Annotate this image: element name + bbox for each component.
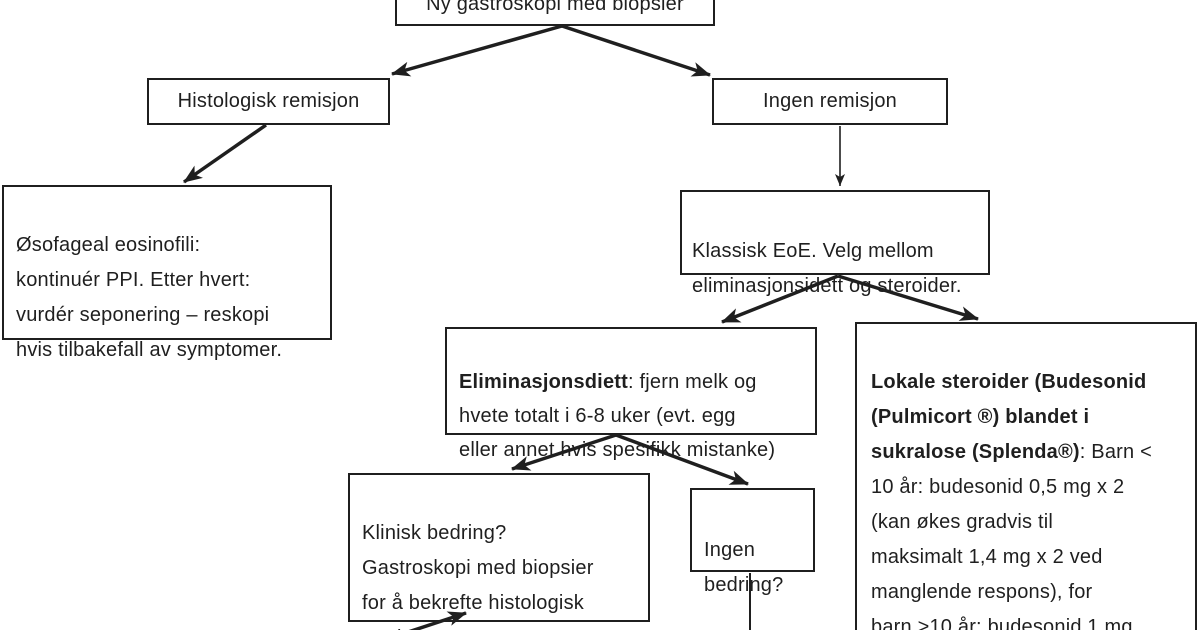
node-klassisk-eoe: Klassisk EoE. Velg mellom eliminasjonsid…: [680, 190, 990, 297]
node-eliminasjonsdiett-title: Eliminasjonsdiett: [459, 371, 628, 393]
node-lokale-steroider-title: Lokale steroider (Budesonid (Pulmicort ®…: [871, 371, 1147, 463]
node-ingen-bedring-label: Ingen bedring?: [704, 539, 784, 596]
node-histologisk-remisjon: Histologisk remisjon: [147, 78, 390, 125]
node-ingen-bedring: Ingen bedring?: [690, 488, 815, 596]
node-osofageal-eosinofili-label: Øsofageal eosinofili: kontinuér PPI. Ett…: [16, 234, 283, 361]
node-osofageal-eosinofili: Øsofageal eosinofili: kontinuér PPI. Ett…: [2, 185, 332, 361]
node-eliminasjonsdiett: Eliminasjonsdiett: fjern melk og hvete t…: [445, 327, 817, 461]
node-ny-gastroskopi-label: Ny gastroskopi med biopsier: [426, 0, 684, 15]
arrow-top-to-histologisk: [391, 24, 563, 77]
node-lokale-steroider-body: : Barn < 10 år: budesonid 0,5 mg x 2 (ka…: [871, 441, 1152, 630]
node-klinisk-bedring-label: Klinisk bedring? Gastroskopi med biopsie…: [362, 522, 594, 630]
node-ingen-remisjon: Ingen remisjon: [712, 78, 948, 125]
arrow-top-to-ingen-remisjon: [561, 24, 711, 77]
arrow-histologisk-to-osofageal: [183, 123, 267, 184]
node-ingen-remisjon-label: Ingen remisjon: [763, 90, 897, 112]
node-klassisk-eoe-label: Klassisk EoE. Velg mellom eliminasjonsid…: [692, 240, 962, 297]
node-klinisk-bedring: Klinisk bedring? Gastroskopi med biopsie…: [348, 473, 650, 630]
node-histologisk-remisjon-label: Histologisk remisjon: [177, 90, 360, 112]
node-lokale-steroider: Lokale steroider (Budesonid (Pulmicort ®…: [855, 322, 1197, 630]
node-ny-gastroskopi: Ny gastroskopi med biopsier: [395, 0, 715, 26]
